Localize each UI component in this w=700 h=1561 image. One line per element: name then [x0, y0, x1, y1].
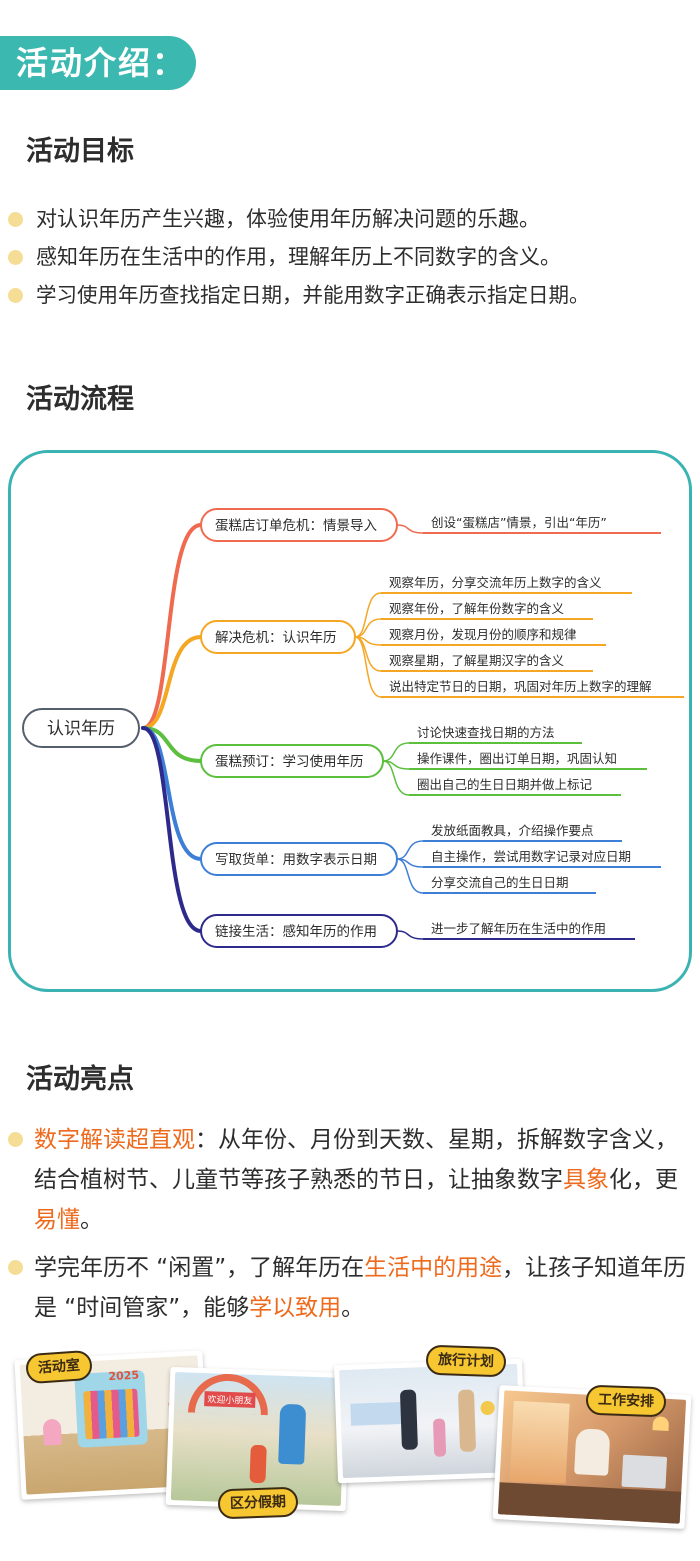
branch-connector	[141, 523, 203, 730]
highlight-emphasis: 生活中的用途	[364, 1255, 503, 1281]
leaf-connector	[382, 760, 410, 796]
bullet-dot	[8, 1132, 23, 1147]
highlight-emphasis: 易懂	[34, 1207, 80, 1233]
goal-item: 感知年历在生活中的作用，理解年历上不同数字的含义。	[8, 238, 700, 276]
goal-text: 对认识年历产生兴趣，体验使用年历解决问题的乐趣。	[36, 207, 540, 231]
parent-figure	[278, 1403, 307, 1465]
highlight-text: 。	[80, 1207, 103, 1233]
desk	[497, 1482, 682, 1524]
leaf-label: 自主操作，尝试用数字记录对应日期	[431, 849, 631, 864]
root-node	[22, 708, 140, 748]
branch-connector	[141, 726, 203, 933]
section-title-flow: 活动流程	[20, 380, 160, 420]
section-title-highlights: 活动亮点	[20, 1060, 160, 1100]
leaf-label: 讨论快速查找日期的方法	[417, 725, 555, 740]
highlight-text: ，让孩子知道年历是 “时间管家”，能够	[34, 1255, 687, 1321]
icecream-decor	[42, 1418, 62, 1446]
highlight-text: ：从年份、月份到天数、星期，拆解数字含义，结合植树节、儿童节等孩子熟悉的节日，让…	[34, 1127, 678, 1193]
branch-label: 蛋糕店订单危机：情景导入	[215, 518, 377, 534]
leaf-connector	[354, 618, 382, 638]
tag-activity-room: 活动室	[25, 1349, 93, 1385]
tag-travel: 旅行计划	[425, 1344, 507, 1378]
highlight-text: 学完年历不 “闲置”，了解年历在	[34, 1255, 365, 1281]
root-label: 认识年历	[47, 719, 115, 739]
balloon-decor	[480, 1400, 495, 1416]
leaf-label: 操作课件，圈出订单日期，巩固认知	[417, 751, 617, 766]
highlight-list: 数字解读超直观：从年份、月份到天数、星期，拆解数字含义，结合植树节、儿童节等孩子…	[8, 1120, 700, 1336]
goal-item: 对认识年历产生兴趣，体验使用年历解决问题的乐趣。	[8, 200, 700, 238]
leaf-label: 创设“蛋糕店”情景，引出“年历”	[431, 515, 607, 530]
leaf-label: 观察月份，发现月份的顺序和规律	[389, 627, 577, 642]
bullet-dot	[8, 212, 23, 227]
leaf-label: 观察星期，了解星期汉字的含义	[389, 653, 565, 668]
branch-connector	[141, 726, 203, 763]
kindergarten-sign: 欢迎小朋友	[204, 1391, 256, 1408]
person-figure	[574, 1428, 611, 1476]
branch-label: 解决危机：认识年历	[215, 630, 337, 646]
calendar-year: 2025	[108, 1368, 140, 1384]
highlight-emphasis: 具象	[563, 1167, 609, 1193]
calendar-grid	[83, 1388, 140, 1440]
tag-holidays: 区分假期	[217, 1486, 299, 1520]
tag-work: 工作安排	[585, 1384, 667, 1418]
page-title: 活动介绍：	[16, 44, 187, 82]
leaf-connector	[396, 840, 424, 860]
child-figure	[249, 1444, 267, 1484]
bullet-dot	[8, 1260, 23, 1275]
bullet-dot	[8, 250, 23, 265]
window-light	[509, 1400, 570, 1484]
section-title-highlights-text: 活动亮点	[26, 1064, 134, 1095]
leaf-label: 分享交流自己的生日日期	[431, 875, 569, 890]
leaf-label: 观察年份，了解年份数字的含义	[389, 601, 565, 616]
highlight-text: 。	[341, 1295, 365, 1321]
lamp	[652, 1416, 670, 1431]
goal-list: 对认识年历产生兴趣，体验使用年历解决问题的乐趣。 感知年历在生活中的作用，理解年…	[8, 200, 700, 314]
bullet-dot	[8, 288, 23, 303]
kindergarten-scene: 欢迎小朋友	[170, 1372, 346, 1506]
branch-label: 蛋糕预订：学习使用年历	[215, 753, 364, 770]
leaf-connector	[354, 592, 382, 638]
mindmap-container: 蛋糕店订单危机：情景导入 创设“蛋糕店”情景，引出“年历” 解决危机：认识年历 观察年…	[8, 450, 692, 992]
highlight-item: 数字解读超直观：从年份、月份到天数、星期，拆解数字含义，结合植树节、儿童节等孩子…	[8, 1120, 700, 1240]
leaf-connector	[396, 524, 424, 534]
leaf-connector	[396, 930, 424, 940]
leaf-label: 发放纸面教具，介绍操作要点	[431, 823, 594, 838]
highlight-emphasis: 学以致用	[249, 1295, 342, 1321]
section-title-goals: 活动目标	[20, 132, 160, 172]
child-figure	[432, 1418, 447, 1457]
branch-label: 链接生活：感知年历的作用	[215, 923, 377, 940]
branch-connector	[141, 635, 203, 730]
highlight-item: 学完年历不 “闲置”，了解年历在生活中的用途，让孩子知道年历是 “时间管家”，能…	[8, 1248, 700, 1328]
goal-item: 学习使用年历查找指定日期，并能用数字正确表示指定日期。	[8, 276, 700, 314]
section-title-goals-text: 活动目标	[26, 136, 134, 167]
leaf-label: 圈出自己的生日日期并做上标记	[417, 777, 593, 792]
airport-scene	[339, 1363, 521, 1479]
leaf-label: 说出特定节日的日期，巩固对年历上数字的理解	[389, 679, 652, 694]
leaf-connector	[382, 742, 410, 762]
goal-text: 学习使用年历查找指定日期，并能用数字正确表示指定日期。	[36, 283, 590, 307]
mindmap-svg: 蛋糕店订单危机：情景导入 创设“蛋糕店”情景，引出“年历” 解决危机：认识年历 观察年…	[22, 508, 684, 948]
section-title-flow-text: 活动流程	[26, 384, 134, 415]
header-banner	[0, 36, 196, 90]
laptop	[621, 1454, 668, 1489]
leaf-label: 观察年历，分享交流年历上数字的含义	[389, 575, 602, 590]
leaf-connector	[396, 858, 424, 894]
adult-figure	[457, 1389, 477, 1452]
leaf-label: 进一步了解年历在生活中的作用	[431, 921, 606, 936]
adult-figure	[399, 1389, 418, 1450]
leaf-connector	[354, 636, 382, 698]
branch-label: 写取货单：用数字表示日期	[215, 851, 377, 868]
goal-text: 感知年历在生活中的作用，理解年历上不同数字的含义。	[36, 245, 561, 269]
highlight-emphasis: 数字解读超直观	[34, 1127, 195, 1153]
highlight-text: 化，更	[609, 1167, 678, 1193]
